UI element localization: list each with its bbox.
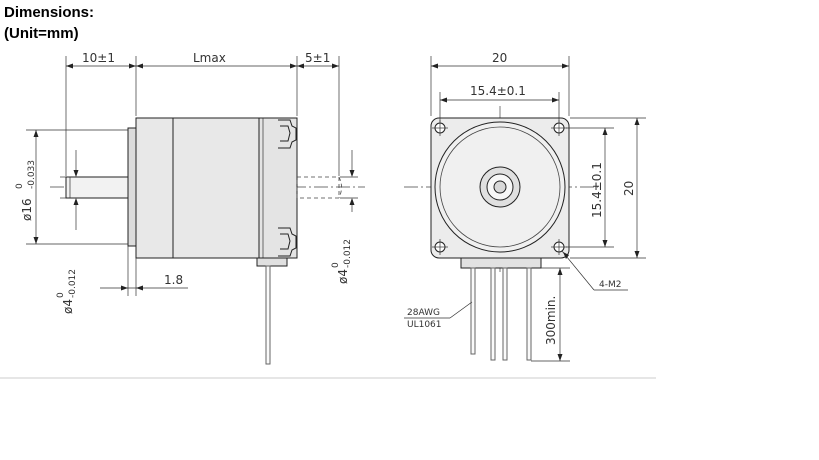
motor-body — [135, 117, 260, 259]
rear-shaft-outline — [296, 176, 340, 199]
dim-step: 1.8 — [164, 273, 183, 287]
side-wire-block — [256, 257, 288, 267]
dim-body-diameter-lower: -0.033 — [27, 160, 37, 189]
dim-rear-shaft-length: 5±1 — [305, 51, 330, 65]
dim-shaft-length: 10±1 — [82, 51, 115, 65]
dim-body-diameter-upper: 0 — [15, 183, 25, 189]
dim-shaft-diameter: ø4 — [61, 299, 75, 314]
dim-hole-spacing-vertical: 15.4±0.1 — [590, 162, 604, 218]
dim-hole-spacing-horizontal: 15.4±0.1 — [470, 84, 526, 98]
front-shaft — [65, 176, 135, 199]
front-view: 20 15.4±0.1 15.4±0.1 20 4-M2 — [404, 51, 646, 362]
dim-lead-length: 300min. — [544, 296, 558, 345]
lead-wire-1 — [470, 267, 476, 355]
dim-screw-spec: 4-M2 — [599, 280, 621, 290]
dim-body-diameter: ø16 — [20, 198, 34, 221]
mounting-hole-bl — [432, 239, 448, 255]
dim-rear-shaft-diameter: ø4 — [336, 269, 350, 284]
dimensions-heading: Dimensions: (Unit=mm) — [4, 2, 94, 44]
wire-gauge: 28AWG — [407, 308, 440, 318]
dim-width: 20 — [492, 51, 507, 65]
mounting-hole-br — [551, 239, 567, 255]
heading-unit: (Unit=mm) — [4, 25, 79, 42]
mounting-hole-tr — [551, 120, 567, 136]
side-lead-wire — [265, 265, 271, 365]
wire-standard: UL1061 — [407, 320, 442, 330]
front-pilot — [127, 127, 137, 247]
rear-cap — [258, 117, 298, 259]
dim-rear-shaft-diameter-upper: 0 — [331, 262, 341, 268]
lead-wire-2 — [490, 267, 496, 361]
dim-shaft-diameter-lower: -0.012 — [68, 269, 78, 298]
dim-height: 20 — [622, 181, 636, 196]
dim-shaft-diameter-upper: 0 — [56, 292, 66, 298]
mounting-hole-tl — [432, 120, 448, 136]
side-view: 10±1 Lmax 5±1 ø16 0 -0.033 ø4 0 -0.012 — [15, 51, 365, 365]
front-shaft-end — [493, 180, 507, 194]
lead-wire-3 — [502, 267, 508, 361]
dim-rear-shaft-diameter-lower: -0.012 — [343, 239, 353, 268]
dim-body-length: Lmax — [193, 51, 226, 65]
lead-wire-4 — [526, 267, 532, 361]
front-connector — [460, 257, 542, 269]
heading-title: Dimensions: — [4, 4, 95, 21]
